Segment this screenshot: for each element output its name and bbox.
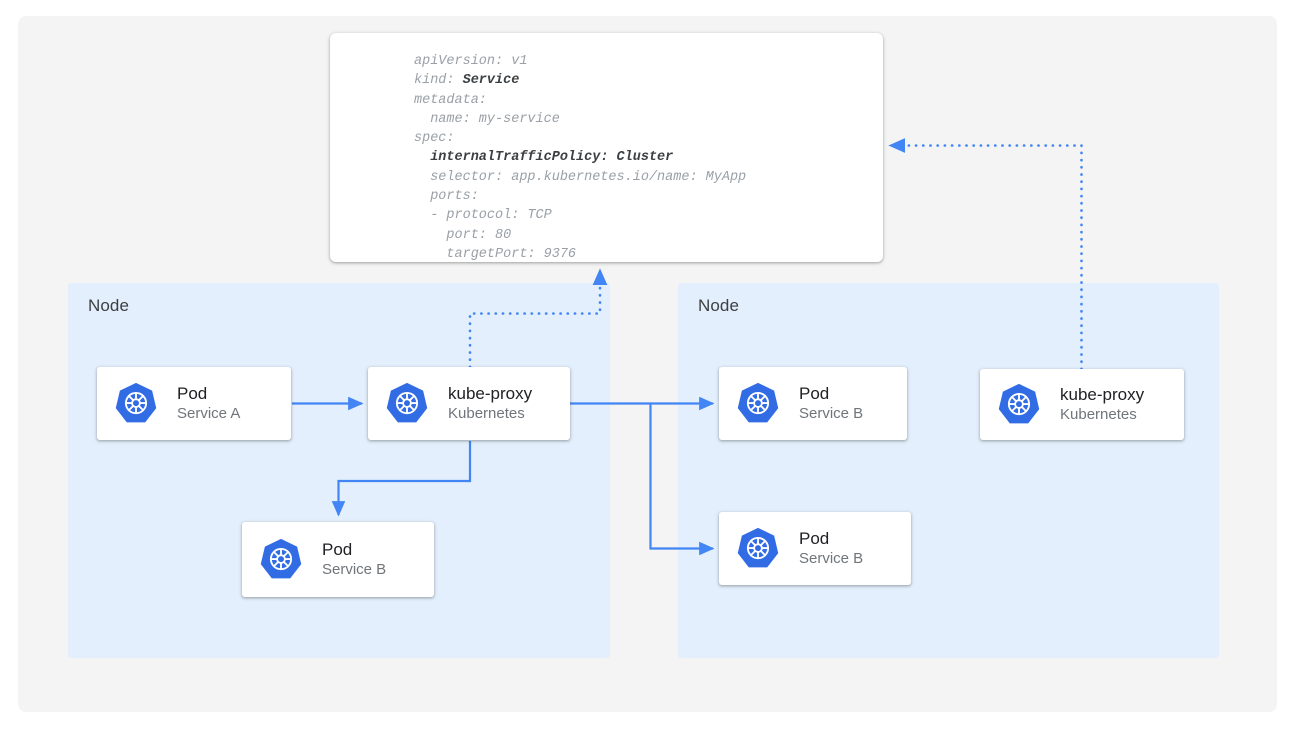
card-subtitle: Service B	[799, 550, 864, 568]
kubernetes-icon	[737, 382, 779, 422]
service-manifest-code: apiVersion: v1 kind: Service metadata: n…	[414, 54, 747, 262]
card-title: Pod	[799, 384, 830, 403]
card-subtitle: Service B	[799, 405, 864, 423]
card-text: Pod Service B	[322, 539, 386, 580]
node-group-right: Node	[678, 283, 1219, 658]
kubernetes-icon	[115, 382, 157, 422]
kubernetes-icon	[386, 382, 428, 422]
card-pod-service-b-remote-bottom[interactable]: Pod Service B	[719, 512, 911, 585]
card-title: Pod	[322, 540, 353, 559]
card-subtitle: Service A	[177, 405, 241, 423]
card-text: Pod Service B	[799, 383, 863, 424]
kubernetes-icon	[260, 538, 302, 578]
card-kube-proxy-left[interactable]: kube-proxy Kubernetes	[368, 367, 570, 440]
card-pod-service-a[interactable]: Pod Service A	[97, 367, 291, 440]
kubernetes-icon	[737, 527, 779, 567]
card-text: Pod Service B	[799, 528, 863, 569]
card-text: kube-proxy Kubernetes	[1060, 384, 1144, 425]
card-title: Pod	[799, 529, 830, 548]
card-text: kube-proxy Kubernetes	[448, 383, 532, 424]
card-text: Pod Service A	[177, 383, 240, 424]
node-left-label: Node	[88, 296, 130, 315]
card-pod-service-b-local[interactable]: Pod Service B	[242, 522, 434, 597]
card-subtitle: Service B	[322, 561, 387, 579]
node-right-label: Node	[698, 296, 740, 315]
card-title: kube-proxy	[448, 384, 533, 403]
card-title: kube-proxy	[1060, 385, 1145, 404]
node-group-left: Node	[68, 283, 610, 658]
kubernetes-icon	[998, 383, 1040, 423]
service-manifest-panel: apiVersion: v1 kind: Service metadata: n…	[330, 33, 883, 262]
card-subtitle: Kubernetes	[448, 405, 525, 423]
card-title: Pod	[177, 384, 208, 403]
card-kube-proxy-right[interactable]: kube-proxy Kubernetes	[980, 369, 1184, 440]
card-pod-service-b-remote-top[interactable]: Pod Service B	[719, 367, 907, 440]
card-subtitle: Kubernetes	[1060, 406, 1137, 424]
